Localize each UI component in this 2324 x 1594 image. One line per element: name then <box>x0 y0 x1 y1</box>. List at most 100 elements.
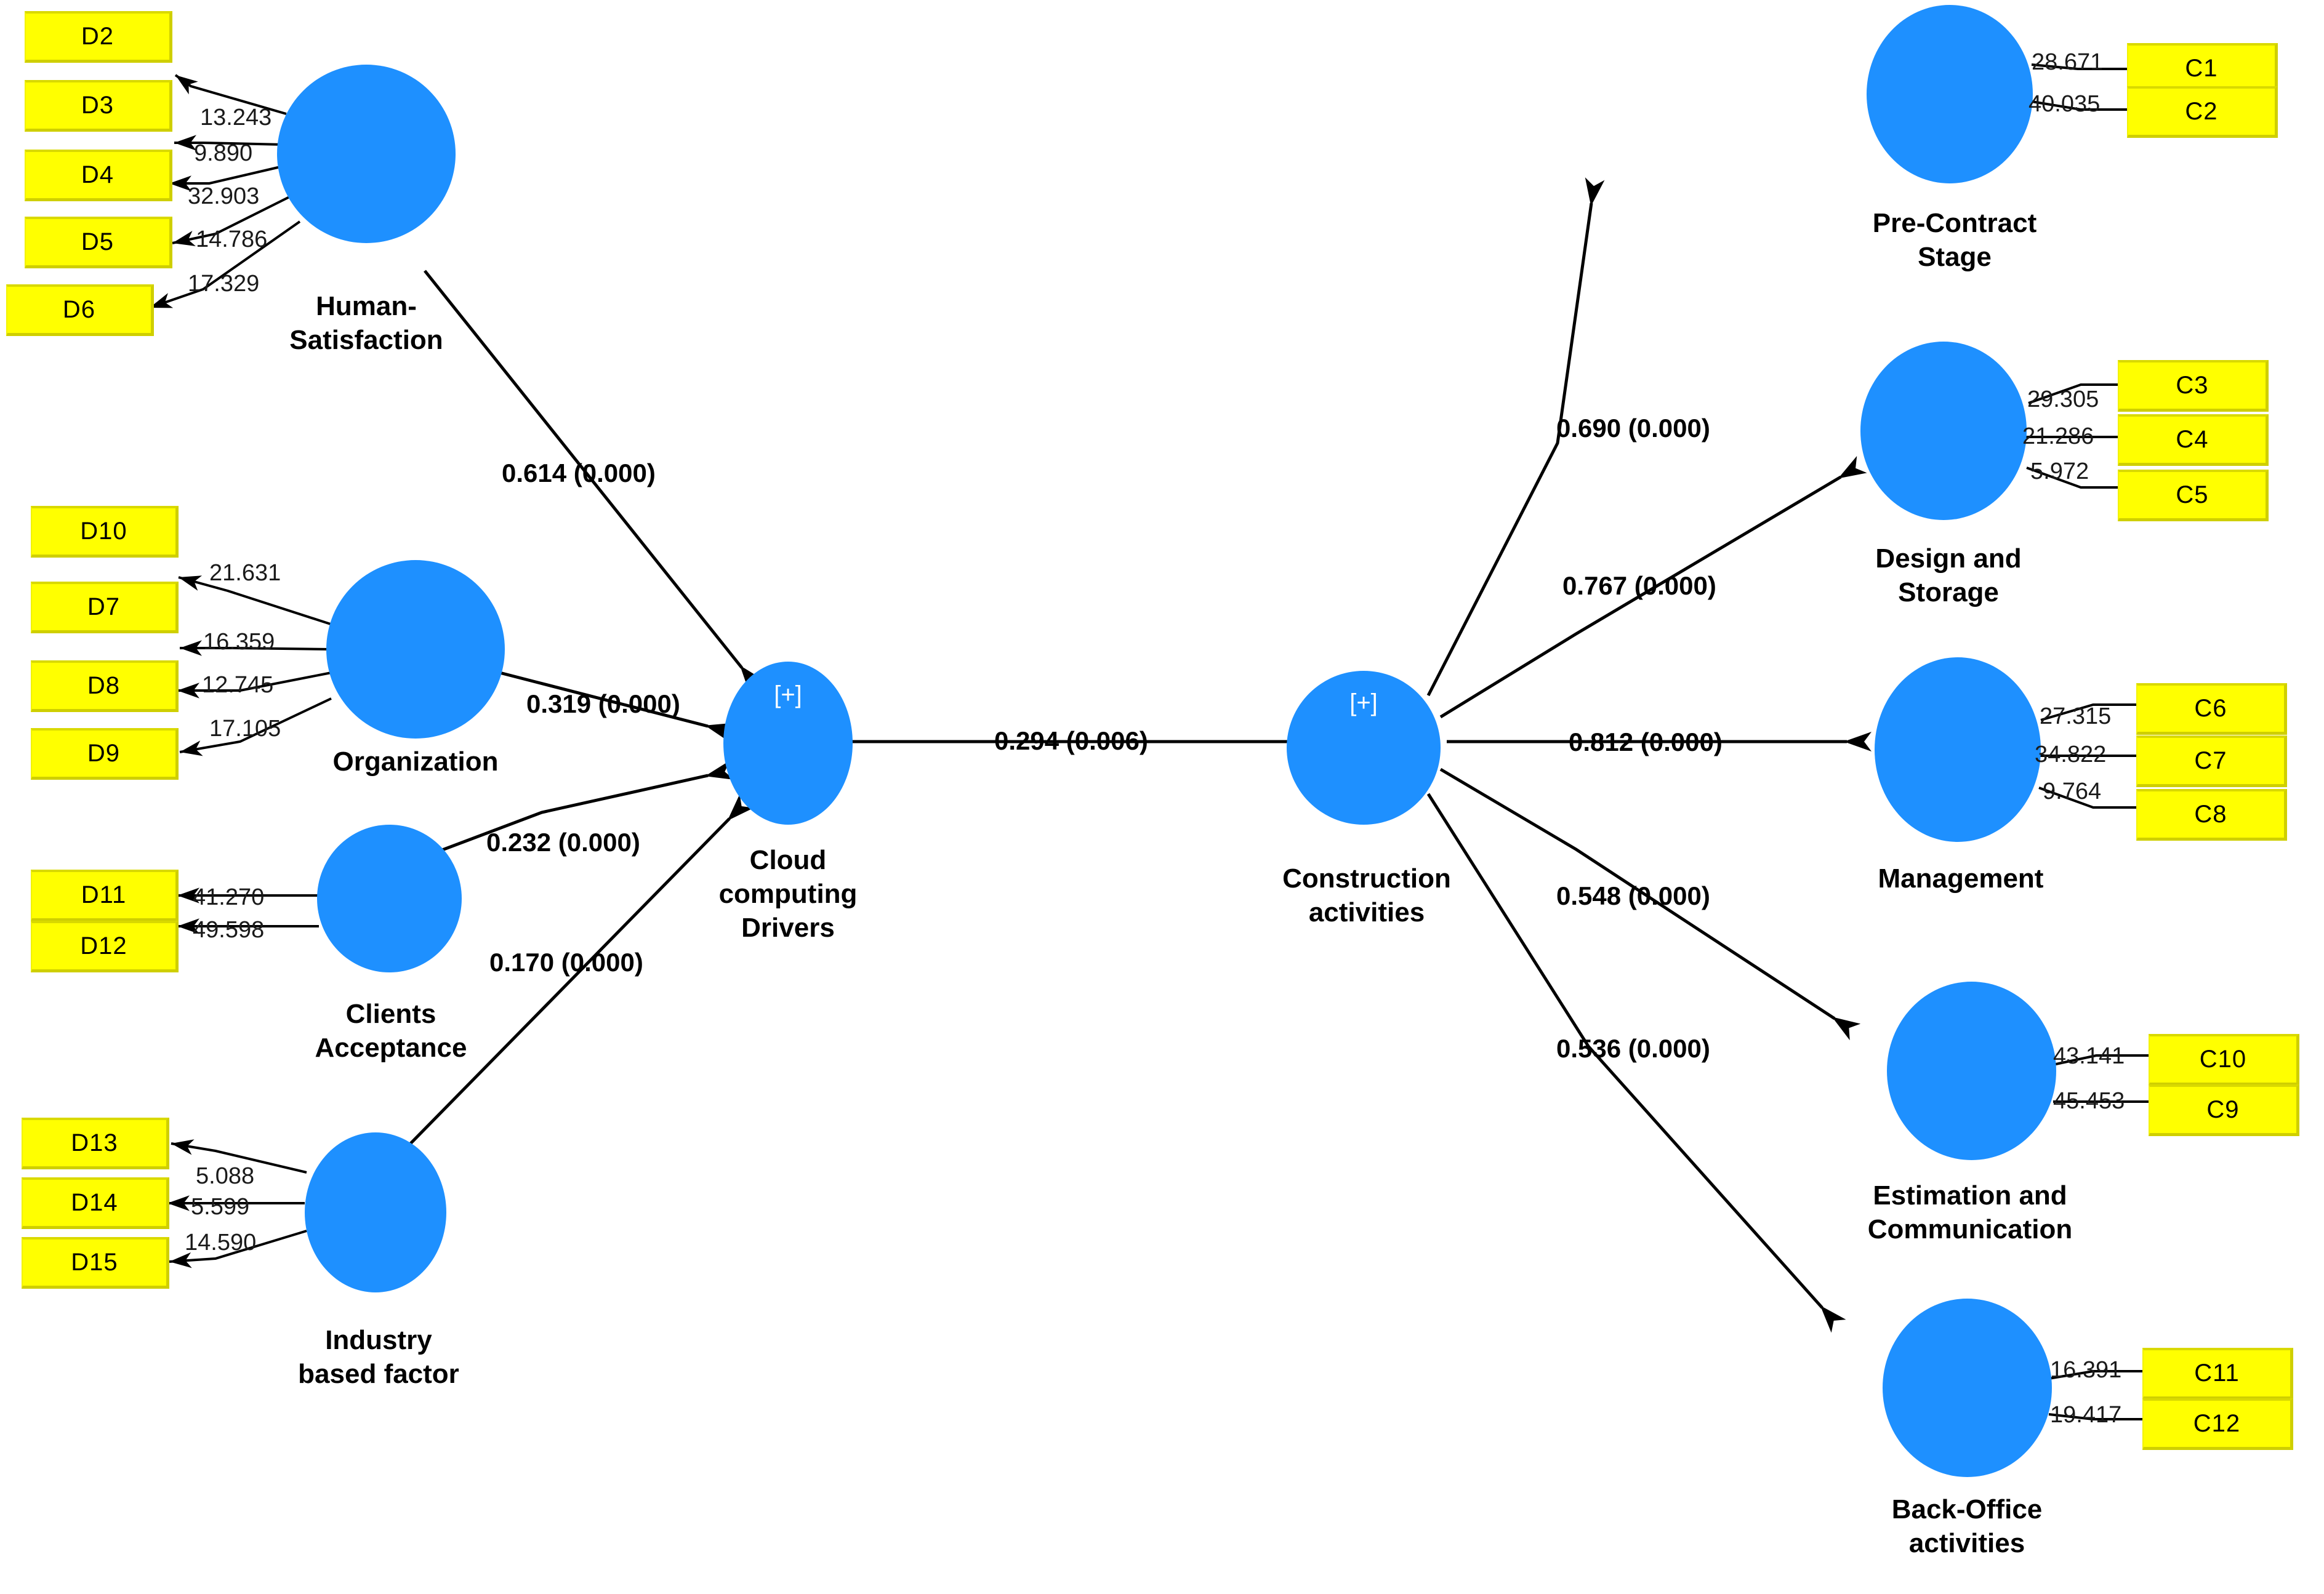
indicator-label: D6 <box>62 296 96 323</box>
loading-label-d14: 5.599 <box>191 1194 250 1220</box>
loading-label-c12: 19.417 <box>2050 1402 2122 1428</box>
loading-label-c5: 5.972 <box>2030 459 2089 484</box>
loading-label-c6: 27.315 <box>2040 703 2112 729</box>
loading-label-c7: 34.822 <box>2035 742 2107 767</box>
path-label-construction-to-pre-contract-stage: 0.690 (0.000) <box>1556 414 1710 443</box>
indicator-label: D9 <box>87 740 121 767</box>
path-label-construction-to-back-office-activities: 0.536 (0.000) <box>1556 1034 1710 1063</box>
indicator-label: C7 <box>2194 747 2227 774</box>
loading-label-c3: 29.305 <box>2027 386 2099 412</box>
plus-marker-icon: [+] <box>1349 689 1378 716</box>
path-label-industry-based-factor-to-drivers: 0.170 (0.000) <box>489 948 643 977</box>
construct-construction-activities[interactable]: [+] <box>1287 671 1441 825</box>
construct-label-management: Management <box>1878 863 2044 894</box>
loading-label-c1: 28.671 <box>2032 49 2104 75</box>
indicator-box-c3[interactable]: C3 <box>2118 360 2269 412</box>
construct-human-satisfaction[interactable] <box>277 65 456 243</box>
indicator-box-c5[interactable]: C5 <box>2118 470 2269 521</box>
indicator-box-d2[interactable]: D2 <box>25 11 172 63</box>
indicator-label: D14 <box>71 1189 118 1216</box>
construct-organization[interactable] <box>326 560 505 739</box>
indicator-box-c4[interactable]: C4 <box>2118 414 2269 466</box>
indicator-label: C6 <box>2194 695 2227 722</box>
indicator-box-d14[interactable]: D14 <box>22 1177 169 1229</box>
construct-label-industry-based-factor: Industry based factor <box>298 1325 459 1389</box>
loading-label-c10: 43.141 <box>2053 1043 2125 1069</box>
loading-label-c2: 40.035 <box>2028 91 2101 117</box>
loading-label-d13: 5.088 <box>196 1163 255 1189</box>
loading-label-d8: 12.745 <box>202 672 274 698</box>
loading-label-c11: 16.391 <box>2050 1357 2122 1383</box>
indicator-label: C5 <box>2176 481 2209 508</box>
indicator-box-d8[interactable]: D8 <box>31 660 179 712</box>
loading-label-d3: 9.890 <box>194 140 253 166</box>
construct-industry-based-factor[interactable] <box>305 1132 446 1292</box>
indicator-label: C11 <box>2194 1360 2240 1387</box>
indicator-label: C4 <box>2176 426 2209 453</box>
loading-label-d12: 49.598 <box>193 917 265 943</box>
indicator-label: D7 <box>87 593 121 620</box>
construct-label-clients-acceptance: Clients Acceptance <box>315 999 467 1063</box>
indicator-box-d13[interactable]: D13 <box>22 1118 169 1169</box>
indicator-box-c12[interactable]: C12 <box>2142 1398 2293 1450</box>
loading-label-d6: 17.329 <box>188 271 260 297</box>
construct-back-office-activities[interactable] <box>1883 1299 2052 1477</box>
loading-label-d10: 21.631 <box>209 560 281 586</box>
construct-cloud-computing-drivers[interactable]: [+] <box>723 662 853 825</box>
construct-management[interactable] <box>1875 657 2041 842</box>
loading-label-d11: 41.270 <box>193 884 265 910</box>
indicator-label: C10 <box>2199 1046 2247 1073</box>
indicator-label: C2 <box>2185 98 2218 125</box>
indicator-label: C8 <box>2194 801 2227 828</box>
path-label-construction-to-estimation-and-communication: 0.548 (0.000) <box>1556 881 1710 910</box>
indicator-box-d10[interactable]: D10 <box>31 506 179 558</box>
indicator-box-d3[interactable]: D3 <box>25 80 172 132</box>
path-label-drivers-to-construction-activities: 0.294 (0.006) <box>994 726 1148 755</box>
indicator-box-c6[interactable]: C6 <box>2136 683 2287 735</box>
loading-label-c4: 21.286 <box>2022 423 2094 449</box>
indicator-box-d4[interactable]: D4 <box>25 150 172 201</box>
construct-label-estimation-and-communication: Estimation and Communication <box>1867 1180 2073 1244</box>
indicator-box-d11[interactable]: D11 <box>31 870 179 921</box>
construct-clients-acceptance[interactable] <box>317 825 462 972</box>
indicator-label: C3 <box>2176 372 2209 399</box>
indicator-box-d9[interactable]: D9 <box>31 728 179 780</box>
indicator-box-c8[interactable]: C8 <box>2136 789 2287 841</box>
indicator-box-d12[interactable]: D12 <box>31 921 179 972</box>
construct-label-cloud-computing-drivers: Cloud computing Drivers <box>718 845 858 943</box>
plus-marker-icon: [+] <box>774 681 802 708</box>
loading-label-d7: 16.359 <box>203 629 275 655</box>
loading-label-d5: 14.786 <box>196 226 268 252</box>
indicator-box-c9[interactable]: C9 <box>2149 1084 2299 1136</box>
indicator-label: D8 <box>87 672 121 699</box>
indicator-box-c10[interactable]: C10 <box>2149 1034 2299 1086</box>
indicator-label: C9 <box>2206 1096 2240 1123</box>
indicator-box-d6[interactable]: D6 <box>6 284 154 336</box>
construct-pre-contract-stage[interactable] <box>1867 5 2033 183</box>
indicator-box-d5[interactable]: D5 <box>25 217 172 268</box>
construct-label-back-office-activities: Back-Office activities <box>1891 1494 2043 1558</box>
loading-label-d2: 13.243 <box>200 105 272 130</box>
construct-design-and-storage[interactable] <box>1860 342 2027 520</box>
indicator-box-d15[interactable]: D15 <box>22 1237 169 1289</box>
indicator-label: D11 <box>81 881 127 908</box>
path-label-organization-to-drivers: 0.319 (0.000) <box>526 689 680 718</box>
construct-label-design-and-storage: Design and Storage <box>1875 543 2022 607</box>
indicator-box-c11[interactable]: C11 <box>2142 1348 2293 1400</box>
path-label-construction-to-design-and-storage: 0.767 (0.000) <box>1562 571 1716 600</box>
indicator-label: C12 <box>2193 1410 2241 1437</box>
loading-label-c9: 45.453 <box>2053 1088 2125 1114</box>
path-label-human-satisfaction-to-drivers: 0.614 (0.000) <box>502 459 656 487</box>
indicator-box-c7[interactable]: C7 <box>2136 735 2287 787</box>
indicator-box-d7[interactable]: D7 <box>31 582 179 633</box>
indicator-box-c2[interactable]: C2 <box>2127 86 2278 138</box>
indicator-label: D10 <box>80 518 127 545</box>
loading-label-d4: 32.903 <box>188 183 260 209</box>
construct-estimation-and-communication[interactable] <box>1887 982 2056 1160</box>
indicator-label: D13 <box>71 1129 118 1156</box>
loading-label-d15: 14.590 <box>185 1230 257 1256</box>
construct-label-pre-contract-stage: Pre-Contract Stage <box>1872 208 2037 272</box>
construct-label-human-satisfaction: Human- Satisfaction <box>289 291 443 355</box>
loading-label-c8: 9.764 <box>2043 779 2102 804</box>
indicator-label: C1 <box>2185 55 2218 82</box>
